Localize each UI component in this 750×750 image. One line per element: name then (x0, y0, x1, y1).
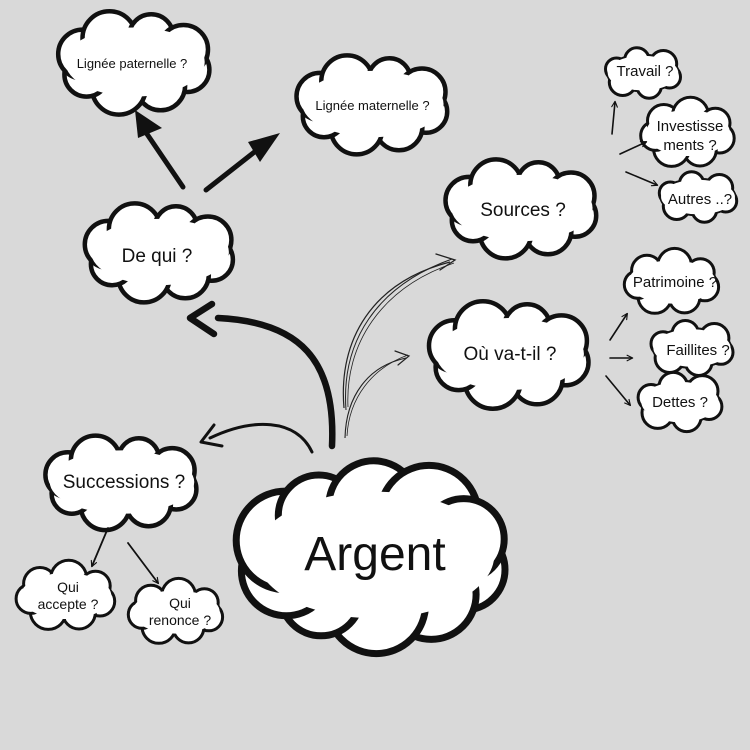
arrow-sources-to-investissements (619, 140, 648, 155)
node-qui-renonce-label: Qui renonce ? (130, 590, 230, 634)
node-dettes-label: Dettes ? (652, 393, 708, 411)
cloud-sources (443, 157, 599, 261)
arrow-argent-to-ou-va-t-il (344, 350, 411, 439)
node-lignee-paternelle-label: Lignée paternelle ? (76, 55, 188, 71)
node-lignee-maternelle-label: Lignée maternelle ? (315, 97, 430, 113)
node-investissements-label: Investisse ments ? (640, 112, 740, 162)
cloud-lignee-maternelle (294, 53, 450, 157)
qui-renonce-line1: Qui (169, 594, 191, 611)
arrow-de-qui-to-paternelle (135, 110, 186, 190)
arrow-ou-to-patrimoine (609, 312, 628, 341)
cloud-successions (43, 433, 199, 533)
cloud-faillites (649, 319, 735, 378)
arrow-successions-to-qui-renonce (127, 542, 159, 585)
investissements-line1: Investisse (656, 118, 724, 136)
arrow-successions-to-qui-accepte (90, 527, 109, 568)
arrow-ou-to-dettes (605, 375, 632, 407)
qui-accepte-line2: accepte ? (37, 596, 99, 612)
cloud-qui-accepte (14, 558, 117, 631)
node-successions-label: Successions ? (62, 472, 186, 494)
node-argent-label: Argent (304, 528, 446, 581)
node-faillites-label: Faillites ? (666, 341, 730, 359)
node-patrimoine-label: Patrimoine ? (632, 273, 718, 291)
node-de-qui-label: De qui ? (121, 246, 193, 268)
node-travail-label: Travail ? (616, 62, 674, 80)
node-ou-va-t-il-label: Où va-t-il ? (463, 344, 557, 366)
cloud-investissements (639, 95, 736, 168)
arrow-argent-to-successions (199, 422, 314, 454)
investissements-line2: ments ? (663, 137, 717, 154)
cloud-autres (657, 170, 739, 224)
arrow-de-qui-to-maternelle (203, 133, 280, 193)
node-autres-label: Autres ..? (667, 190, 733, 208)
arrow-argent-to-de-qui (186, 300, 336, 450)
cloud-dettes (636, 370, 724, 434)
cloud-travail (604, 46, 682, 100)
cloud-ou-va-t-il (426, 298, 591, 411)
cloud-patrimoine (622, 246, 721, 315)
qui-renonce-line2: renonce ? (148, 612, 212, 628)
qui-accepte-line1: Qui (57, 578, 79, 595)
cloud-lignee-paternelle (55, 9, 212, 117)
node-sources-label: Sources ? (480, 199, 566, 221)
cloud-argent (232, 457, 509, 658)
arrow-argent-to-sources (342, 253, 457, 411)
arrow-sources-to-travail (611, 100, 618, 135)
cloud-de-qui (82, 201, 236, 305)
node-qui-accepte-label: Qui accepte ? (18, 574, 118, 618)
cloud-qui-renonce (126, 576, 225, 645)
arrow-sources-to-autres (625, 171, 659, 187)
